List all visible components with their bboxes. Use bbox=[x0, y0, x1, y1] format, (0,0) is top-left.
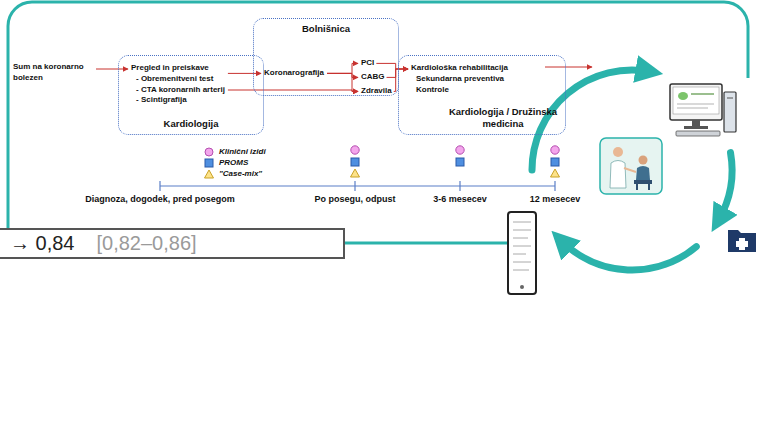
legend-text: Klinični izidi bbox=[219, 147, 266, 156]
process-text: Koronarografija bbox=[264, 68, 324, 79]
start-text: Sum na koronarno bolezen bbox=[13, 62, 93, 84]
cycle-arrow bbox=[561, 241, 696, 270]
legend-swatch bbox=[204, 158, 214, 168]
timeline-axis bbox=[160, 185, 555, 186]
timeline-tick bbox=[459, 181, 460, 191]
node-text: - Scintigrafija bbox=[131, 95, 225, 106]
proms-marker bbox=[551, 158, 559, 166]
tablet-icon bbox=[508, 212, 536, 294]
proms-marker bbox=[351, 158, 359, 166]
node-text: Sekundarna preventiva bbox=[411, 74, 508, 85]
legend: Klinični izidiPROMS "Case-mix" bbox=[204, 146, 266, 179]
cycle-arrow bbox=[719, 153, 732, 220]
flow-connector bbox=[228, 73, 261, 74]
timeline-tick bbox=[354, 181, 355, 191]
option-text: Zdravila bbox=[361, 86, 392, 97]
node-text: Sum na koronarno bolezen bbox=[13, 62, 93, 84]
timeline-label: Diagnoza, dogodek, pred posegom bbox=[60, 194, 260, 204]
flow-connector bbox=[394, 69, 408, 91]
node-text: [0,82–0,86] bbox=[96, 232, 196, 255]
legend-row: Klinični izidi bbox=[204, 146, 266, 157]
flow-connector bbox=[327, 63, 358, 73]
region-heading: Kardiologija bbox=[119, 118, 263, 130]
result-box: → 0,84 [0,82–0,86] bbox=[0, 228, 345, 259]
node-text: PCI bbox=[361, 58, 374, 69]
node-text: CABG bbox=[361, 72, 385, 83]
flow-arrow bbox=[545, 67, 592, 68]
timeline bbox=[160, 146, 560, 191]
timeline-tick bbox=[554, 181, 555, 191]
flow-connector bbox=[327, 73, 358, 91]
node-text: → 0,84 bbox=[10, 232, 74, 255]
legend-swatch bbox=[204, 147, 214, 157]
region-heading: Bolnišnica bbox=[254, 23, 398, 35]
option-text: PCI bbox=[361, 58, 374, 69]
node-text: Koronarografija bbox=[264, 68, 324, 79]
node-text: - Obremenitveni test bbox=[131, 74, 225, 85]
medical-folder-icon bbox=[728, 230, 756, 252]
process-text: Pregled in preiskave- Obremenitveni test… bbox=[131, 63, 225, 106]
casemix-marker bbox=[551, 169, 560, 177]
outcome-marker bbox=[551, 146, 559, 154]
region-box: BolnišnicaKoronarografija PCI CABG Zdravila bbox=[253, 18, 399, 96]
proms-marker bbox=[456, 158, 464, 166]
node-text: Kontrole bbox=[411, 85, 508, 96]
option-text: CABG bbox=[361, 72, 385, 83]
casemix-marker bbox=[351, 169, 360, 177]
timeline-label: Po posegu, odpust bbox=[255, 194, 455, 204]
timeline-label: 12 mesecev bbox=[455, 194, 655, 204]
flow-connector bbox=[327, 73, 358, 77]
region-box: Kardiologija / Družinska medicina Kardiol… bbox=[398, 55, 566, 135]
doctor-patient-picture bbox=[600, 138, 662, 194]
flow-connector bbox=[376, 63, 408, 69]
region-box: Kardiologija Pregled in preiskave- Obreme… bbox=[118, 55, 264, 135]
flow-connector bbox=[228, 90, 358, 91]
panel-outline bbox=[8, 2, 748, 243]
region-heading: Kardiologija / Družinska medicina bbox=[447, 106, 559, 130]
outcome-marker bbox=[351, 146, 359, 154]
legend-swatch bbox=[204, 169, 214, 179]
flow-connector bbox=[96, 69, 128, 70]
node-text: - CTA koronarnih arterij bbox=[131, 85, 225, 96]
legend-row: PROMS bbox=[204, 157, 266, 168]
node-text: Kardiološka rehabilitacija bbox=[411, 63, 508, 74]
computer-icon bbox=[670, 84, 736, 136]
cycle-arrows bbox=[532, 70, 732, 270]
legend-row: "Case-mix" bbox=[204, 168, 266, 179]
process-text: Kardiološka rehabilitacijaSekundarna pre… bbox=[411, 63, 508, 95]
node-text: Pregled in preiskave bbox=[131, 63, 225, 74]
timeline-tick bbox=[159, 181, 160, 191]
legend-text: PROMS bbox=[219, 158, 248, 167]
legend-text: "Case-mix" bbox=[219, 169, 262, 178]
outcome-marker bbox=[456, 146, 464, 154]
node-text: Zdravila bbox=[361, 86, 392, 97]
